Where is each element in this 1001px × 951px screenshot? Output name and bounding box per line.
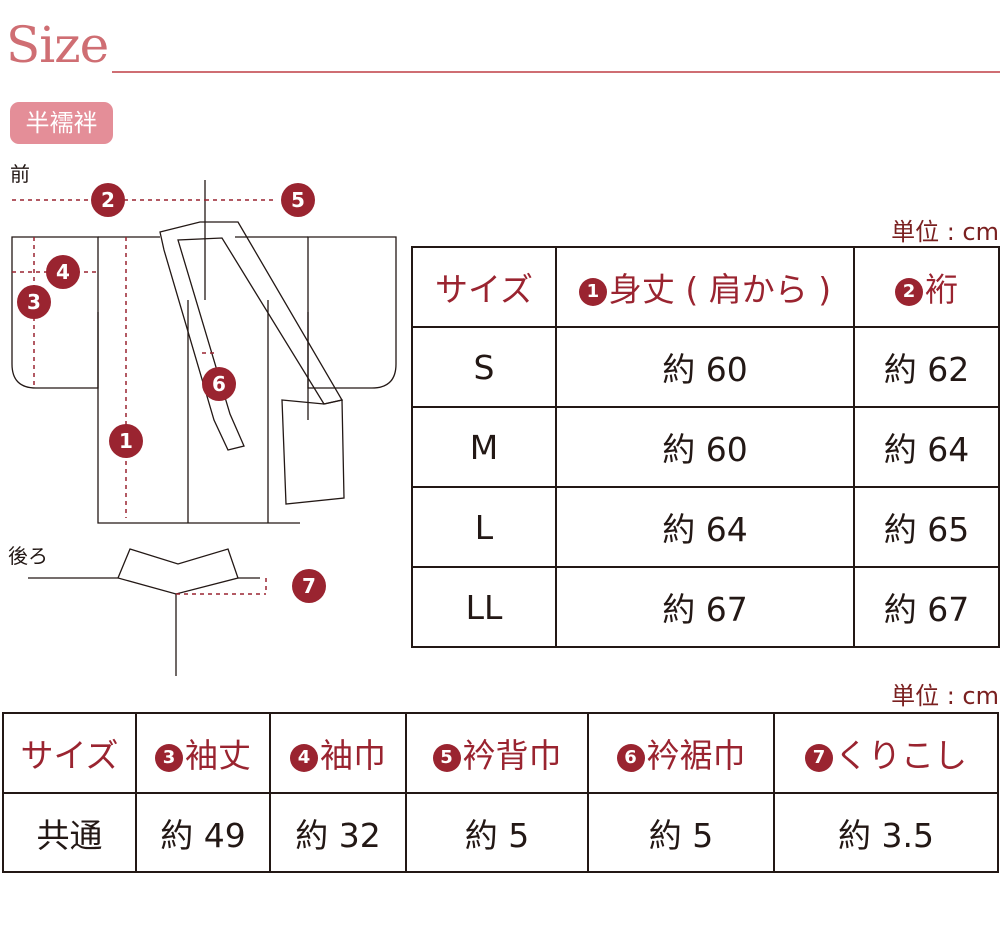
marker-5: [281, 183, 315, 217]
marker-7: [292, 569, 326, 603]
front-label: 前: [10, 162, 30, 186]
collar-band: [159, 221, 344, 451]
table-row: L 約 64 約 65: [411, 486, 1000, 568]
number-icon-4: 4: [290, 744, 318, 772]
marker-4-label: 4: [56, 260, 70, 284]
number-icon-1: 1: [578, 278, 607, 306]
table-row: S 約 60 約 62: [411, 326, 1000, 408]
garment-badge: 半襦袢: [10, 102, 113, 144]
cell-length: 約 64: [555, 486, 855, 568]
marker-circles: [17, 183, 326, 603]
number-icon-7: 7: [805, 744, 833, 772]
marker-3: [17, 285, 51, 319]
cell-sodetake: 約 49: [135, 792, 271, 873]
marker-7-label: 7: [302, 574, 316, 598]
cell-length: 約 60: [555, 326, 855, 408]
collar-panel: [281, 399, 345, 505]
cell-size: S: [411, 326, 557, 408]
marker-2-label: 2: [101, 188, 115, 212]
unit-label-2: 単位 : cm: [891, 682, 999, 710]
table-row: M 約 60 約 64: [411, 406, 1000, 488]
marker-4: [46, 255, 80, 289]
size-title: Size: [6, 16, 109, 74]
cell-kurikoshi: 約 3.5: [773, 792, 999, 873]
cell-size: L: [411, 486, 557, 568]
header-common-size: サイズ: [2, 712, 137, 794]
cell-eri-sehaba: 約 5: [405, 792, 589, 873]
garment-diagram: 2 5 4 3 6 1 7: [11, 180, 397, 676]
table-row: 共通 約 49 約 32 約 5 約 5 約 3.5: [2, 792, 999, 873]
cell-yuki: 約 64: [853, 406, 1000, 488]
marker-5-label: 5: [291, 188, 305, 212]
table-row: LL 約 67 約 67: [411, 566, 1000, 648]
cell-length: 約 60: [555, 406, 855, 488]
cell-eri-susohaba: 約 5: [587, 792, 775, 873]
unit-label-1: 単位 : cm: [891, 218, 999, 246]
cell-common: 共通: [2, 792, 137, 873]
back-view: [28, 548, 260, 676]
marker-3-label: 3: [27, 290, 41, 314]
title-rule: [112, 71, 1000, 73]
number-icon-3: 3: [155, 744, 183, 772]
marker-2: [91, 183, 125, 217]
marker-1-label: 1: [119, 429, 133, 453]
marker-6-label: 6: [212, 372, 226, 396]
number-icon-5: 5: [432, 744, 461, 772]
garment-outline: [11, 180, 397, 524]
right-sleeve: [307, 236, 397, 389]
header-size: サイズ: [411, 246, 557, 328]
cell-yuki: 約 67: [853, 566, 1000, 648]
number-icon-2: 2: [895, 278, 923, 306]
cell-size: M: [411, 406, 557, 488]
left-sleeve: [11, 236, 99, 389]
cell-sodehaba: 約 32: [269, 792, 407, 873]
number-icon-6: 6: [616, 744, 645, 772]
marker-6: [202, 367, 236, 401]
cell-length: 約 67: [555, 566, 855, 648]
cell-size: LL: [411, 566, 557, 648]
marker-1: [109, 424, 143, 458]
cell-yuki: 約 62: [853, 326, 1000, 408]
cell-yuki: 約 65: [853, 486, 1000, 568]
back-label: 後ろ: [8, 544, 48, 568]
